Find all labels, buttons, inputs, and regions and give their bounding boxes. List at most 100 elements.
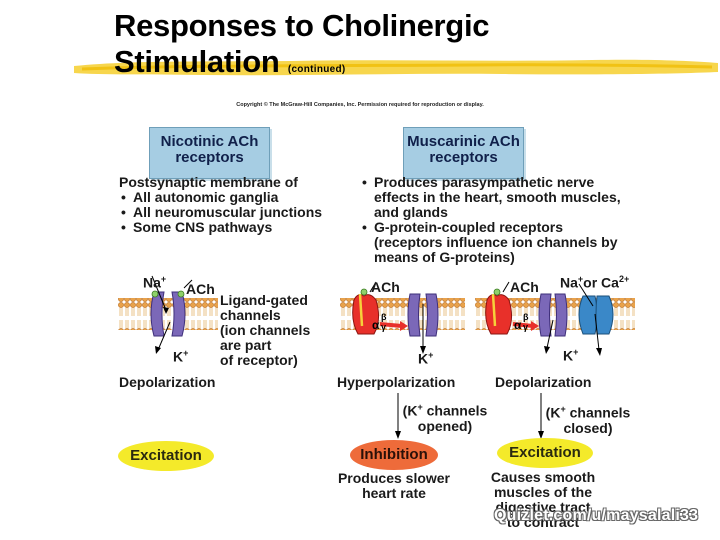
note-part: channels: [565, 404, 631, 421]
point-line: (receptors influence ion channels by: [374, 234, 618, 250]
ach-binding-site: [493, 288, 501, 296]
channel-description: Ligand-gated channels (ion channels are …: [220, 293, 310, 368]
nicotinic-membrane-diagram: [118, 275, 218, 354]
list-item: Some CNS pathways: [121, 220, 349, 236]
nicotinic-header: Nicotinic ACh receptors: [149, 127, 270, 179]
title-highlight: [74, 59, 718, 76]
desc-line: channels: [220, 307, 281, 323]
copyright-notice: Copyright © The McGraw-Hill Companies, I…: [236, 102, 484, 108]
list-item: All neuromuscular junctions: [121, 205, 349, 221]
nicotinic-locations: Postsynaptic membrane of All autonomic g…: [119, 174, 349, 236]
muscarinic-header: Muscarinic ACh receptors: [403, 127, 524, 179]
nicotinic-result-oval: Excitation: [118, 441, 214, 471]
ion-text: Na: [560, 274, 578, 291]
ion-sup: 2+: [618, 274, 630, 284]
muscarinic-right-membrane-diagram: [475, 281, 635, 356]
ach-binding-site: [177, 290, 185, 298]
gprotein-arrow: [379, 322, 403, 328]
gamma-subunit-label: γ: [523, 322, 529, 332]
muscarinic-points: Produces parasympathetic nerve effects i…: [362, 175, 662, 265]
outcome-line: Produces slower: [337, 470, 451, 486]
alpha-subunit-label: α: [514, 318, 522, 332]
k-text: K: [418, 350, 429, 367]
na-sup: +: [160, 274, 167, 284]
desc-line: of receptor): [220, 352, 298, 368]
watermark: Quizlet.com/u/maysalali33: [494, 507, 699, 524]
point-line: and glands: [374, 204, 448, 220]
muscarinic-right-effect: Depolarization: [495, 374, 592, 390]
muscarinic-left-result-oval: Inhibition: [350, 440, 438, 470]
outcome-line: muscles of the: [493, 484, 593, 500]
point-line: effects in the heart, smooth muscles,: [374, 189, 621, 205]
gprotein-arrow: [512, 322, 534, 328]
nicotinic-channel: [150, 290, 186, 337]
k-sup: +: [428, 350, 434, 360]
nicotinic-header-line-1: Nicotinic ACh: [160, 133, 259, 150]
na-flow-arrow: [151, 275, 167, 311]
k-channel-right: [538, 293, 568, 337]
muscarinic-right-outcome: Causes smooth muscles of the digestive t…: [478, 470, 608, 530]
gamma-subunit-label: γ: [381, 322, 387, 332]
desc-line: are part: [220, 337, 272, 353]
beta-subunit-label: β: [381, 312, 387, 322]
muscarinic-left-k-label: K+: [418, 348, 433, 367]
note-part: channels: [422, 402, 488, 419]
muscarinic-header-line-2: receptors: [429, 149, 498, 166]
title-line-1: Responses to Cholinergic: [114, 8, 490, 43]
desc-line: Ligand-gated: [220, 292, 308, 308]
muscarinic-left-ach-label: ACh: [371, 279, 400, 295]
note-part: (K: [402, 402, 418, 419]
g-protein-receptor: [485, 288, 513, 335]
alpha-subunit-label: α: [372, 318, 380, 332]
k-flow-arrow: [546, 319, 554, 349]
k-sup: +: [183, 348, 189, 358]
muscarinic-left-outcome: Produces slower heart rate: [330, 471, 458, 501]
nicotinic-effect: Depolarization: [119, 374, 216, 390]
point-line: Produces parasympathetic nerve: [374, 174, 595, 190]
point-line: G-protein-coupled receptors: [374, 219, 564, 235]
title-suffix: (continued): [287, 64, 346, 75]
ion-sup: +: [577, 274, 584, 284]
nicotinic-ach-label: ACh: [186, 281, 215, 297]
k-flow-arrow: [157, 321, 171, 351]
k-channel-left: [407, 293, 439, 337]
outcome-line: heart rate: [362, 485, 426, 501]
outcome-line: digestive tract: [495, 499, 591, 515]
ion-text: or Ca: [583, 274, 619, 291]
list-item: All autonomic ganglia: [121, 190, 349, 206]
muscarinic-right-k-label: K+: [563, 345, 578, 364]
ach-binding-site: [151, 290, 159, 298]
note-line-2: closed): [563, 419, 613, 436]
muscarinic-right-channel-note: (K+ channels closed): [542, 402, 634, 436]
outcome-line: to contract: [506, 514, 580, 530]
page-title: Responses to Cholinergic Stimulation (co…: [114, 8, 490, 88]
nicotinic-header-line-2: receptors: [175, 149, 244, 166]
muscarinic-right-ach-label: ACh: [510, 279, 539, 295]
right-arrow-down: [538, 393, 544, 439]
k-text: K: [563, 347, 574, 364]
beta-subunit-label: β: [523, 312, 529, 322]
point-line: means of G-proteins): [374, 249, 515, 265]
muscarinic-left-membrane-diagram: [340, 281, 465, 354]
outcome-line: Causes smooth: [490, 469, 596, 485]
note-part: (K: [545, 404, 561, 421]
muscarinic-left-channel-note: (K+ channels opened): [400, 400, 490, 434]
g-protein-receptor: [352, 288, 380, 335]
list-item: Produces parasympathetic nerve effects i…: [362, 175, 662, 220]
nicotinic-k-label: K+: [173, 346, 188, 365]
nicotinic-na-label: Na+: [143, 272, 166, 291]
k-text: K: [173, 348, 184, 365]
nicotinic-location-title: Postsynaptic membrane of: [119, 174, 298, 190]
cation-flow-arrow: [578, 283, 594, 307]
desc-line: (ion channels: [220, 322, 311, 338]
cation-label: Na+or Ca2+: [560, 272, 629, 291]
k-sup: +: [573, 347, 579, 357]
left-arrow-down: [395, 393, 401, 439]
note-line-2: opened): [417, 417, 473, 434]
muscarinic-left-effect: Hyperpolarization: [337, 374, 456, 390]
lipid-bilayer: [118, 298, 218, 330]
ach-binding-site: [360, 288, 368, 296]
muscarinic-right-result-oval: Excitation: [497, 438, 593, 468]
note-sup: +: [417, 402, 423, 412]
cation-channel: [578, 295, 614, 335]
